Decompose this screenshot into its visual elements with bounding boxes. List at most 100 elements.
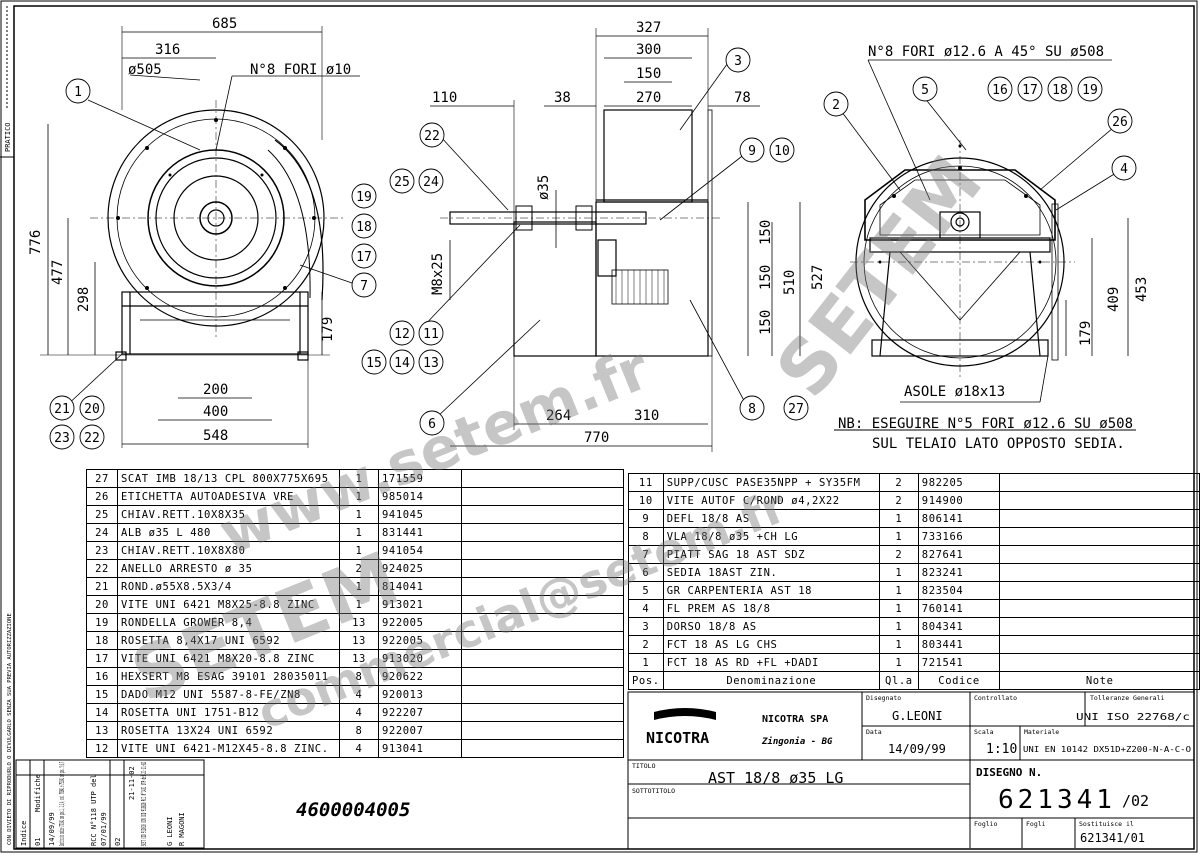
bom-cell-note [461,739,624,758]
bom-cell-qty: 2 [878,473,919,492]
bom-cell-cod: 924025 [378,559,462,578]
balloon-12: 12 [394,327,410,342]
bom-header-pos: Pos. [628,671,664,690]
bom-cell-note [999,527,1200,546]
bom-cell-den: VITE AUTOF C/ROND ø4,2X22 [662,491,880,510]
bom-cell-cod: 913020 [378,649,462,668]
side-view [430,28,801,452]
rear-frame-top [864,169,1056,241]
bom-cell-qty: 1 [878,527,919,546]
label-scala: Scala [974,728,994,736]
bom-cell-cod: 920013 [378,685,462,704]
dim-fori-10: N°8 FORI ø10 [250,62,351,78]
bom-cell-den: DORSO 18/8 AS [662,617,880,636]
bom-cell-cod: 922005 [378,631,462,650]
dim-fori-rear-leader [867,59,931,201]
bom-cell-note [461,469,624,488]
dim-685: 685 [212,16,237,32]
balloon-23: 23 [54,431,70,446]
bom-cell-cod: 941054 [378,541,462,560]
bom-cell-note [461,595,624,614]
bom-cell-cod: 913041 [378,739,462,758]
rev-header-indice: Indice [20,821,28,846]
note-line-2: SUL TELAIO LATO OPPOSTO SEDIA. [872,436,1125,452]
label-titolo: TITOLO [632,762,656,770]
bom-cell-note [461,577,624,596]
nicotra-logo: NICOTRA [646,708,716,747]
rear-brace-left [899,251,961,321]
bom-cell-note [999,581,1200,600]
value-sostituisce: 621341/01 [1080,831,1145,845]
front-scroll-inner [267,149,311,299]
balloon-22-side: 22 [424,129,440,144]
front-base-frame [121,291,309,355]
side-inlet [597,239,617,277]
bom-cell-pos: 17 [86,649,118,668]
label-data: Data [866,728,882,736]
bom-cell-pos: 20 [86,595,118,614]
bom-cell-den: PIATT SAG 18 AST SDZ [662,545,880,564]
value-disegno: 621341 [998,785,1116,815]
bom-cell-cod: 803441 [917,635,1001,654]
bom-cell-note [461,667,624,686]
rev-1-text: Sostituito codice 772341 con pos.1, 2,3,… [58,762,66,846]
bom-cell-pos: 2 [628,635,664,654]
bom-cell-pos: 4 [628,599,664,618]
bom-cell-cod: 733166 [917,527,1001,546]
dim-150-b: 150 [758,265,774,290]
dim-477: 477 [50,260,66,285]
dim-264: 264 [546,408,571,424]
dim-409: 409 [1106,287,1122,312]
value-materiale: UNI EN 10142 DX51D+Z200-N-A-C-O [1023,745,1192,754]
rear-view [834,59,1136,431]
bom-cell-qty: 8 [339,721,379,740]
bom-cell-cod: 831441 [378,523,462,542]
bom-cell-den: DADO M12 UNI 5587-8-FE/ZN8 [117,685,340,704]
bom-cell-pos: 13 [86,721,118,740]
bom-header-qty: Ql.a [878,671,919,690]
bom-cell-pos: 12 [86,739,118,758]
bom-cell-pos: 21 [86,577,118,596]
label-disegnato: Disegnato [866,694,901,702]
company-location: Zingonia - BG [761,736,833,747]
value-titolo: AST 18/8 ø35 LG [708,769,843,787]
balloon-14: 14 [394,356,410,371]
balloon-7: 7 [360,279,368,294]
bom-cell-den: GR CARPENTERIA AST 18 [662,581,880,600]
dim-150-c: 150 [758,310,774,335]
dim-179-rear: 179 [1078,321,1094,346]
bom-cell-note [461,649,624,668]
dim-200: 200 [203,382,228,398]
rev-2-index: 02 [114,838,122,846]
dim-35: ø35 [536,175,552,200]
bom-cell-note [461,523,624,542]
bom-cell-den: FL PREM AS 18/8 [662,599,880,618]
balloon-25: 25 [394,175,410,190]
balloon-26: 26 [1112,115,1128,130]
bom-cell-pos: 23 [86,541,118,560]
side-rear-flange [707,109,713,357]
bom-cell-pos: 14 [86,703,118,722]
rear-frame-top-inner [879,179,1041,236]
dim-776: 776 [28,230,44,255]
bom-cell-cod: 823504 [917,581,1001,600]
label-controllato: Controllato [974,694,1017,702]
value-data: 14/09/99 [888,742,946,756]
balloon-16: 16 [992,83,1008,98]
bom-cell-pos: 15 [86,685,118,704]
bom-cell-pos: 10 [628,491,664,510]
balloon-5: 5 [921,83,929,98]
balloon-27: 27 [788,402,804,417]
bom-cell-cod: 806141 [917,509,1001,528]
bom-cell-den: RONDELLA GROWER 8,4 [117,613,340,632]
balloon-18-front: 18 [356,220,372,235]
bom-cell-qty: 4 [339,739,379,758]
bom-cell-qty: 1 [339,505,379,524]
